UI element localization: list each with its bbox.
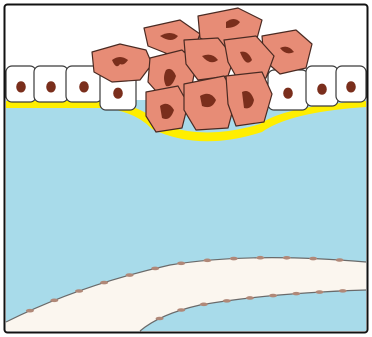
- endothelial-nucleus: [75, 289, 83, 293]
- endothelial-nucleus: [126, 273, 134, 277]
- epithelial-nucleus: [46, 81, 56, 92]
- endothelial-nucleus: [292, 292, 300, 296]
- epithelial-nucleus: [283, 88, 293, 99]
- epithelial-nucleus: [317, 84, 327, 95]
- epithelial-nucleus: [79, 81, 89, 92]
- endothelial-nucleus: [223, 299, 231, 303]
- endothelial-nucleus: [315, 290, 323, 294]
- endothelial-nucleus: [156, 317, 164, 321]
- endothelial-nucleus: [339, 289, 347, 293]
- endothelial-nucleus: [151, 267, 159, 271]
- epithelial-nucleus: [346, 81, 356, 92]
- endothelial-nucleus: [26, 309, 34, 313]
- endothelial-nucleus: [246, 296, 254, 300]
- epithelial-nucleus: [113, 88, 123, 99]
- endothelial-nucleus: [309, 257, 317, 261]
- endothelial-nucleus: [256, 256, 264, 260]
- endothelial-nucleus: [50, 299, 58, 303]
- epithelial-nucleus: [16, 81, 26, 92]
- endothelial-nucleus: [100, 281, 108, 285]
- endothelial-nucleus: [336, 258, 344, 262]
- endothelial-nucleus: [177, 308, 185, 312]
- endothelial-nucleus: [200, 303, 208, 307]
- endothelial-nucleus: [283, 256, 291, 260]
- endothelial-nucleus: [269, 294, 277, 298]
- endothelial-nucleus: [230, 257, 238, 261]
- endothelial-nucleus: [177, 262, 185, 266]
- endothelial-nucleus: [203, 259, 211, 263]
